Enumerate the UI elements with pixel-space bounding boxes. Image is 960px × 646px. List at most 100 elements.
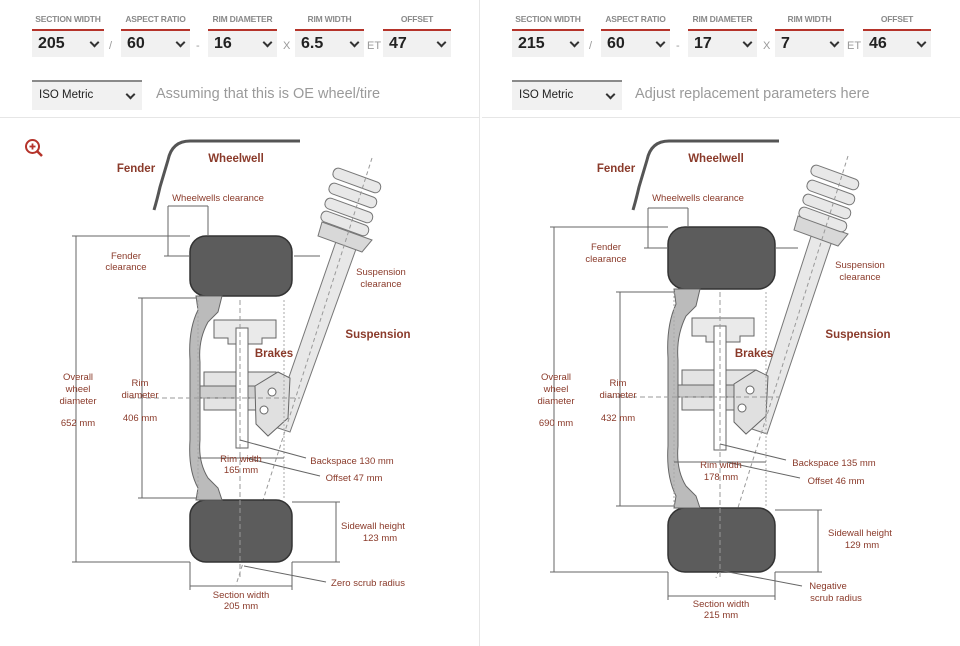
tire-bottom <box>667 507 776 573</box>
chevron-down-icon <box>89 37 100 48</box>
fender-clearance-label: Fender <box>591 242 621 253</box>
unit-system-value: ISO Metric <box>39 89 94 101</box>
rim-diameter-value: 406 mm <box>123 413 157 424</box>
rim-width-label: RIM WIDTH <box>787 14 832 24</box>
et-separator: ET <box>847 40 862 52</box>
rim-diameter-field: RIM DIAMETER 16 <box>208 12 277 57</box>
offset-value: 47 <box>389 35 407 52</box>
unit-system-select[interactable]: ISO Metric <box>32 80 142 110</box>
fender-label: Fender <box>117 163 156 175</box>
section-width-select[interactable]: 215 <box>512 29 584 57</box>
rim-diameter-label-2: diameter <box>600 390 637 401</box>
section-width-field: SECTION WIDTH 205 <box>32 12 104 57</box>
zoom-in-icon[interactable] <box>24 138 44 158</box>
overall-diameter-label: Overall <box>541 372 571 383</box>
overall-diameter-label-2: wheel <box>65 384 91 395</box>
unit-system-select[interactable]: ISO Metric <box>512 80 622 110</box>
chevron-down-icon <box>829 37 840 48</box>
fender-shape <box>152 139 300 211</box>
rim-width-select[interactable]: 7 <box>775 29 844 57</box>
overall-diameter-label-3: diameter <box>538 396 575 407</box>
overall-diameter-value: 652 mm <box>61 418 95 429</box>
slash-separator: / <box>589 40 593 52</box>
steering-axis <box>715 155 849 579</box>
aspect-ratio-label: ASPECT RATIO <box>125 14 186 24</box>
chevron-down-icon <box>569 37 580 48</box>
oe-controls: SECTION WIDTH 205 / ASPECT RATIO 60 - RI… <box>0 0 480 118</box>
fender-label: Fender <box>597 163 636 175</box>
scrub-radius-label: Zero scrub radius <box>331 578 405 589</box>
wheelwells-clearance-label: Wheelwells clearance <box>652 193 744 204</box>
rim-diameter-value: 17 <box>694 35 712 52</box>
fender-clearance-label: Fender <box>111 251 141 262</box>
rim-diameter-select[interactable]: 17 <box>688 29 757 57</box>
section-width-field: SECTION WIDTH 215 <box>512 12 584 57</box>
chevron-down-icon <box>655 37 666 48</box>
fender-shape <box>631 139 779 211</box>
suspension-clearance-label-2: clearance <box>360 279 401 290</box>
chevron-down-icon <box>605 89 616 100</box>
oe-panel: SECTION WIDTH 205 / ASPECT RATIO 60 - RI… <box>0 0 480 646</box>
chevron-down-icon <box>349 37 360 48</box>
section-width-label: Section width <box>213 590 270 601</box>
chevron-down-icon <box>916 37 927 48</box>
rim-shape <box>189 295 291 501</box>
dash-separator: - <box>676 40 680 52</box>
rim-width-label: Rim width <box>700 460 742 471</box>
sidewall-height-label: Sidewall height <box>828 528 892 539</box>
section-width-label: Section width <box>693 599 750 610</box>
aspect-ratio-value: 60 <box>607 35 625 52</box>
rim-shape <box>667 288 769 509</box>
rim-diameter-value: 16 <box>214 35 232 52</box>
aspect-ratio-field: ASPECT RATIO 60 <box>121 12 190 57</box>
section-width-value: 215 mm <box>704 610 738 621</box>
rim-diameter-label: RIM DIAMETER <box>212 14 273 24</box>
offset-value: 46 <box>869 35 887 52</box>
suspension-label: Suspension <box>825 329 890 341</box>
dash-separator: - <box>196 40 200 52</box>
sidewall-height-value: 129 mm <box>845 540 879 551</box>
aspect-ratio-value: 60 <box>127 35 145 52</box>
rim-diameter-field: RIM DIAMETER 17 <box>688 12 757 57</box>
section-width-value: 205 mm <box>224 601 258 612</box>
overall-diameter-value: 690 mm <box>539 418 573 429</box>
suspension-strut <box>748 164 860 435</box>
offset-select[interactable]: 46 <box>863 29 931 57</box>
chevron-down-icon <box>175 37 186 48</box>
section-width-label: SECTION WIDTH <box>515 14 581 24</box>
fender-clearance-label-2: clearance <box>585 254 626 265</box>
section-width-select[interactable]: 205 <box>32 29 104 57</box>
sidewall-height-label: Sidewall height <box>341 521 405 532</box>
rim-diameter-select[interactable]: 16 <box>208 29 277 57</box>
chevron-down-icon <box>436 37 447 48</box>
rim-width-field: RIM WIDTH 7 <box>775 12 844 57</box>
aspect-ratio-label: ASPECT RATIO <box>605 14 666 24</box>
section-width-value: 215 <box>518 35 545 52</box>
offset-label: Offset 46 mm <box>808 476 865 487</box>
section-width-label: SECTION WIDTH <box>35 14 101 24</box>
rim-diameter-label: Rim <box>610 378 627 389</box>
aspect-ratio-select[interactable]: 60 <box>121 29 190 57</box>
offset-select[interactable]: 47 <box>383 29 451 57</box>
rim-width-label: Rim width <box>220 454 262 465</box>
rim-width-label: RIM WIDTH <box>307 14 352 24</box>
wheelwell-label: Wheelwell <box>688 153 744 165</box>
rim-width-select[interactable]: 6.5 <box>295 29 364 57</box>
et-separator: ET <box>367 40 382 52</box>
suspension-clearance-label: Suspension <box>835 260 885 271</box>
suspension-clearance-label: Suspension <box>356 267 406 278</box>
suspension-label: Suspension <box>345 329 410 341</box>
suspension-strut <box>271 167 382 433</box>
offset-label: Offset 47 mm <box>326 473 383 484</box>
chevron-down-icon <box>125 89 136 100</box>
rim-diameter-label-2: diameter <box>122 390 159 401</box>
fender-clearance-label-2: clearance <box>105 262 146 273</box>
brakes-label: Brakes <box>255 348 293 360</box>
slash-separator: / <box>109 40 113 52</box>
replacement-hint: Adjust replacement parameters here <box>635 86 870 102</box>
aspect-ratio-select[interactable]: 60 <box>601 29 670 57</box>
tire-top <box>667 226 776 290</box>
dimension-lines <box>550 207 822 600</box>
replacement-panel: SECTION WIDTH 215 / ASPECT RATIO 60 - RI… <box>482 0 960 646</box>
oe-hint: Assuming that this is OE wheel/tire <box>156 86 381 102</box>
